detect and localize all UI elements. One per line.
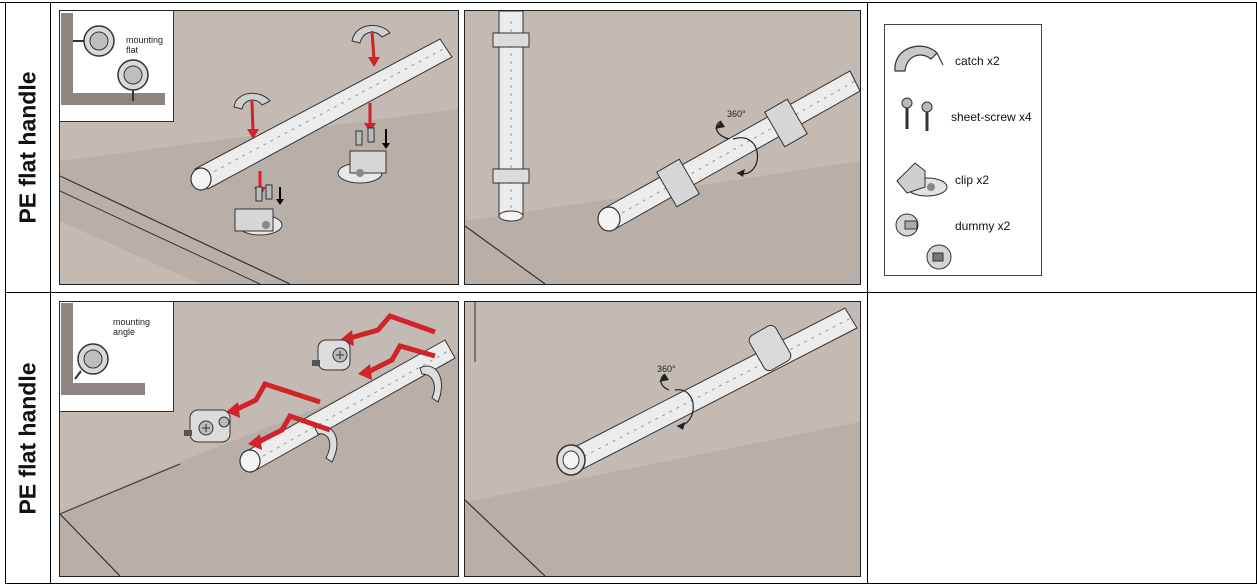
row-2-side-label: PE flat handle [8, 293, 48, 583]
catch-icon [894, 45, 944, 72]
row-2-inset-label: mounting angle [113, 317, 150, 337]
row-1-step-2-illustration: 360° [464, 10, 861, 285]
rail-tube [190, 38, 453, 191]
part-label-catch: catch x2 [955, 54, 1000, 68]
sheet-screw-icon [901, 97, 933, 131]
row-1-step-1-drawing [60, 11, 458, 284]
row-1-title: PE flat handle [14, 70, 41, 224]
row-1-step-1-illustration: mounting flat [59, 10, 459, 285]
row-2-mounting-inset: mounting angle [60, 302, 174, 412]
inset-label-line-1: mounting [126, 35, 164, 45]
column-divider-label [50, 2, 51, 584]
row-1-side-label: PE flat handle [8, 2, 48, 292]
clip-icon [896, 162, 948, 197]
assembly-arrows [233, 313, 436, 445]
row-2-step-2-illustration: 360° [464, 301, 861, 577]
rotation-label: 360° [727, 109, 746, 119]
row-2-title: PE flat handle [14, 361, 41, 515]
column-divider-parts [867, 2, 868, 584]
catch-part-right [419, 365, 442, 403]
clip-part-left [234, 184, 284, 236]
catch-part-top [351, 25, 391, 67]
mounting-angle-diagram [61, 303, 145, 395]
rotation-arrow [659, 373, 694, 430]
row-2-step-2-drawing: 360° [465, 302, 860, 576]
part-label-dummy: dummy x2 [955, 219, 1011, 233]
row-1-step-2-drawing: 360° [465, 11, 860, 284]
mounting-flat-diagram [61, 13, 165, 105]
inset-label-line-2: flat [126, 45, 139, 55]
part-label-clip: clip x2 [955, 173, 990, 187]
table-border-top [0, 2, 1257, 3]
dummy-icon [895, 213, 952, 270]
catch-part-left [233, 92, 271, 139]
dummy-part-lower [184, 409, 231, 443]
clip-part-right [337, 127, 390, 184]
table-border-left [5, 2, 6, 584]
table-border-middle [5, 292, 1257, 293]
dummy-part-upper [312, 339, 351, 371]
rotation-arrow [715, 120, 759, 177]
row-2-step-1-illustration: mounting angle [59, 301, 459, 577]
rail-tube [239, 339, 456, 473]
row-1-inset-label: mounting flat [126, 35, 163, 55]
rail-tube-mounted [556, 307, 858, 476]
inset-label-line-2: angle [113, 327, 136, 337]
rail-tube-mounted [597, 70, 860, 232]
parts-list: catch x2 sheet-screw x4 clip x2 dummy x2 [884, 24, 1042, 276]
vertical-rail [492, 11, 530, 222]
part-label-sheet-screw: sheet-screw x4 [951, 110, 1032, 124]
inset-label-line-1: mounting [113, 317, 151, 327]
table-border-bottom [5, 583, 1257, 584]
rotation-label: 360° [657, 364, 676, 374]
row-1-mounting-inset: mounting flat [60, 11, 174, 122]
